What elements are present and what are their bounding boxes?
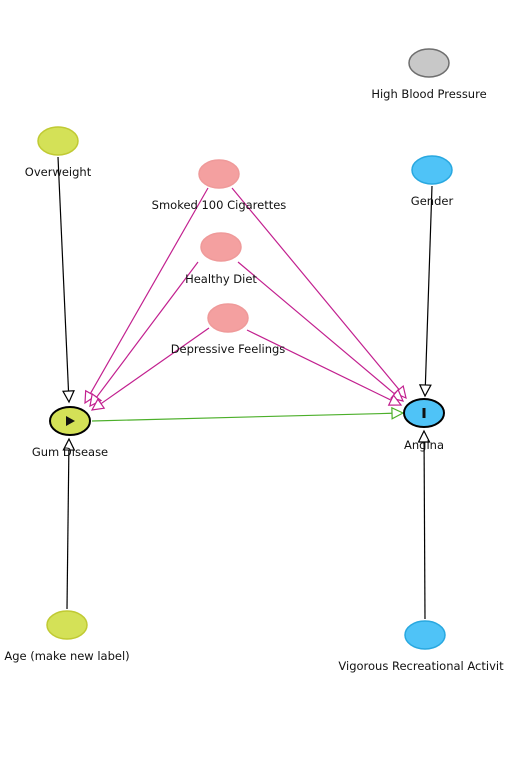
edge-line bbox=[91, 412, 393, 422]
edge-line bbox=[96, 261, 199, 398]
edge-smoked-100-cigarettes-to-gum-disease[interactable] bbox=[84, 187, 209, 405]
node-ellipse[interactable] bbox=[46, 610, 88, 640]
edge-smoked-100-cigarettes-to-angina[interactable] bbox=[231, 187, 407, 400]
node-ellipse[interactable] bbox=[37, 126, 79, 156]
edges-layer bbox=[57, 156, 433, 620]
node-label: Gum Disease bbox=[32, 445, 108, 459]
node-label: Depressive Feelings bbox=[171, 342, 286, 356]
node-ellipse[interactable] bbox=[404, 620, 446, 650]
node-vigorous-recreational-activity[interactable]: Vigorous Recreational Activit bbox=[338, 620, 504, 673]
arrowhead bbox=[387, 394, 403, 406]
node-ellipse[interactable] bbox=[200, 232, 242, 262]
node-gum-disease[interactable]: Gum Disease bbox=[32, 406, 108, 459]
edge-line bbox=[423, 441, 426, 620]
edge-healthy-diet-to-gum-disease[interactable] bbox=[89, 261, 199, 408]
edge-line bbox=[237, 261, 395, 395]
edge-gum-disease-to-angina[interactable] bbox=[91, 406, 405, 422]
edge-line bbox=[246, 329, 392, 401]
edge-overweight-to-gum-disease[interactable] bbox=[57, 156, 75, 404]
edge-gender-to-angina[interactable] bbox=[418, 185, 433, 398]
arrowhead bbox=[84, 389, 97, 405]
node-label: Healthy Diet bbox=[185, 272, 257, 286]
node-high-blood-pressure[interactable]: High Blood Pressure bbox=[371, 48, 487, 101]
arrowhead bbox=[391, 406, 405, 420]
node-gender[interactable]: Gender bbox=[411, 155, 454, 208]
node-label: Angina bbox=[404, 438, 444, 452]
arrowhead bbox=[62, 437, 76, 451]
node-label: Gender bbox=[411, 194, 454, 208]
edge-line bbox=[66, 449, 70, 610]
node-depressive-feelings[interactable]: Depressive Feelings bbox=[171, 303, 286, 356]
node-ellipse[interactable] bbox=[198, 159, 240, 189]
node-angina[interactable]: Angina bbox=[403, 398, 445, 452]
node-ellipse[interactable] bbox=[207, 303, 249, 333]
arrowhead bbox=[90, 398, 106, 411]
edge-line bbox=[231, 187, 400, 390]
node-label: Vigorous Recreational Activit bbox=[338, 659, 504, 673]
node-label: High Blood Pressure bbox=[371, 87, 486, 101]
edge-depressive-feelings-to-gum-disease[interactable] bbox=[90, 327, 210, 411]
node-label: Age (make new label) bbox=[4, 649, 129, 663]
edge-line bbox=[57, 156, 70, 392]
node-label: Overweight bbox=[25, 165, 92, 179]
node-overweight[interactable]: Overweight bbox=[25, 126, 92, 179]
edge-age-to-gum-disease[interactable] bbox=[62, 437, 76, 610]
edge-vigorous-recreational-activity-to-angina[interactable] bbox=[417, 429, 431, 620]
edge-healthy-diet-to-angina[interactable] bbox=[237, 261, 405, 402]
edge-line bbox=[424, 185, 433, 386]
edge-line bbox=[100, 327, 210, 405]
edge-depressive-feelings-to-angina[interactable] bbox=[246, 329, 403, 406]
node-label: Smoked 100 Cigarettes bbox=[152, 198, 287, 212]
node-ellipse[interactable] bbox=[408, 48, 450, 78]
arrowhead bbox=[417, 429, 431, 443]
arrowhead bbox=[418, 384, 432, 398]
arrowhead bbox=[62, 390, 75, 404]
outcome-bar-icon bbox=[422, 408, 426, 418]
node-healthy-diet[interactable]: Healthy Diet bbox=[185, 232, 257, 286]
exposure-play-icon bbox=[66, 416, 75, 426]
node-smoked-100-cigarettes[interactable]: Smoked 100 Cigarettes bbox=[152, 159, 287, 212]
node-ellipse[interactable] bbox=[411, 155, 453, 185]
edge-line bbox=[89, 187, 209, 394]
node-age[interactable]: Age (make new label) bbox=[4, 610, 130, 663]
